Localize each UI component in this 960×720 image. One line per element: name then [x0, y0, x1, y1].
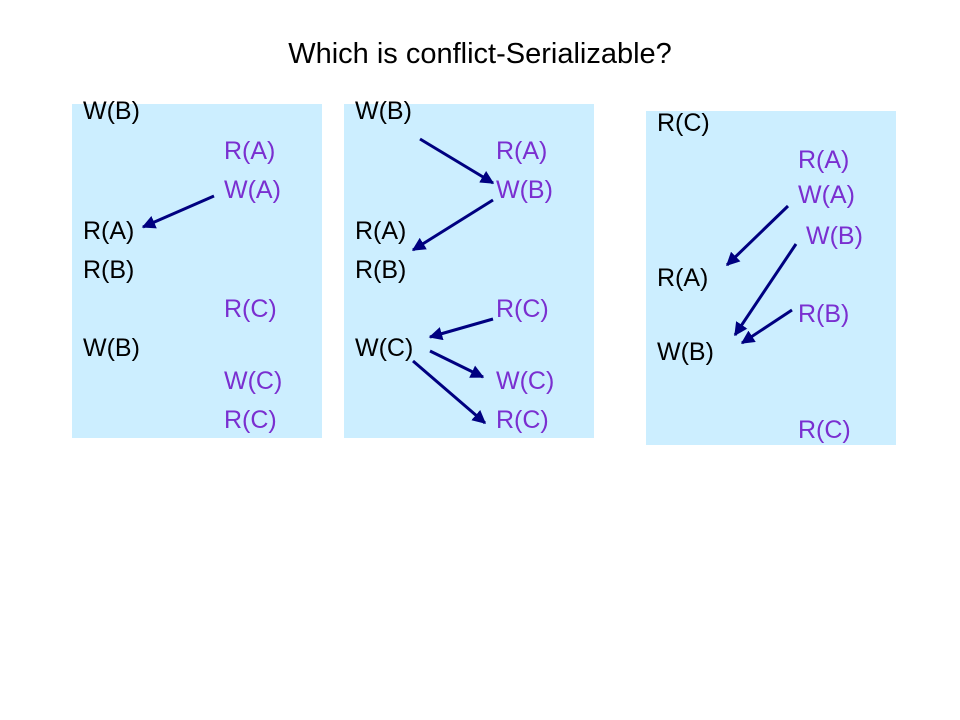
schedule-2-op: R(B): [355, 256, 407, 284]
schedule-2-op: R(A): [496, 137, 548, 165]
schedule-3-op: R(A): [657, 264, 709, 292]
schedule-3-op: W(B): [657, 338, 714, 366]
schedule-3-op: R(C): [798, 416, 851, 444]
schedule-3-op: W(A): [798, 181, 855, 209]
schedule-3-op: R(A): [798, 146, 850, 174]
schedule-1-op: W(B): [83, 97, 140, 125]
schedule-1-op: R(A): [224, 137, 276, 165]
schedule-2-op: R(A): [355, 217, 407, 245]
schedule-1-op: R(B): [83, 256, 135, 284]
schedule-2-op: W(C): [355, 334, 414, 362]
schedule-1-op: W(B): [83, 334, 140, 362]
schedule-1-op: R(A): [83, 217, 135, 245]
schedule-1-op: R(C): [224, 406, 277, 434]
schedule-2-op: W(B): [496, 176, 553, 204]
schedule-1-op: R(C): [224, 295, 277, 323]
schedule-3-op: W(B): [806, 222, 863, 250]
schedule-1-op: W(A): [224, 176, 281, 204]
schedule-2-op: R(C): [496, 406, 549, 434]
schedule-2-op: R(C): [496, 295, 549, 323]
schedule-1-op: W(C): [224, 367, 283, 395]
schedule-2-op: W(C): [496, 367, 555, 395]
page-title: Which is conflict-Serializable?: [288, 38, 672, 70]
schedule-3-op: R(B): [798, 300, 850, 328]
schedule-2-op: W(B): [355, 97, 412, 125]
schedule-3-op: R(C): [657, 109, 710, 137]
schedule-panel-1: [72, 104, 322, 438]
